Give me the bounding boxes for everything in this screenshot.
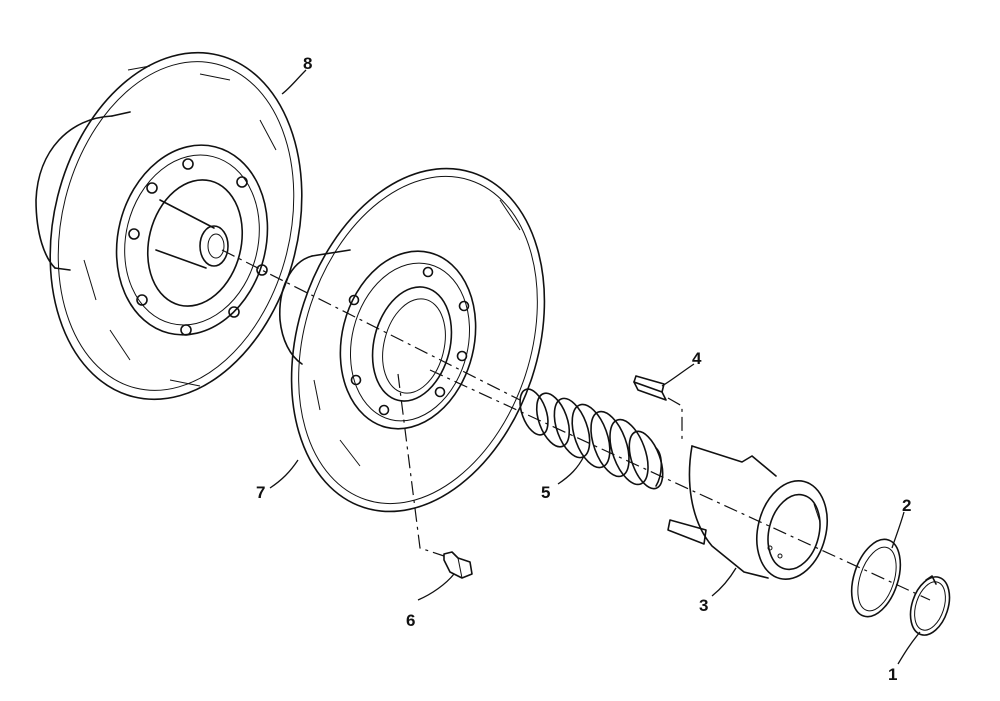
part-7-front-sheave [279, 167, 546, 513]
callout-1: 1 [888, 665, 897, 684]
part-3-housing [667, 445, 828, 581]
part-6-set-screw [443, 551, 473, 579]
leader-3 [711, 567, 737, 597]
leader-6 [417, 573, 455, 601]
leader-2 [891, 511, 905, 549]
callout-2: 2 [902, 496, 911, 515]
leader-8 [281, 69, 307, 95]
part-2-washer [850, 538, 902, 618]
screw-alignment-line [397, 373, 445, 557]
callout-5: 5 [541, 483, 550, 502]
callout-labels: 8 7 6 5 4 3 2 1 [256, 54, 911, 684]
key-alignment-line [667, 397, 683, 440]
leader-lines [269, 69, 921, 665]
center-axis [221, 249, 521, 401]
callout-6: 6 [406, 611, 415, 630]
part-8-rear-sheave [35, 51, 303, 401]
part-4-key [633, 375, 667, 401]
callout-7: 7 [256, 483, 265, 502]
callout-3: 3 [699, 596, 708, 615]
leader-7 [269, 459, 299, 489]
part-1-snap-ring [909, 575, 951, 636]
leader-5 [557, 455, 585, 485]
leader-4 [661, 363, 695, 387]
leader-1 [897, 631, 921, 665]
callout-4: 4 [692, 349, 702, 368]
part-5-spring [519, 388, 664, 490]
center-axis-2 [429, 369, 931, 601]
callout-8: 8 [303, 54, 312, 73]
